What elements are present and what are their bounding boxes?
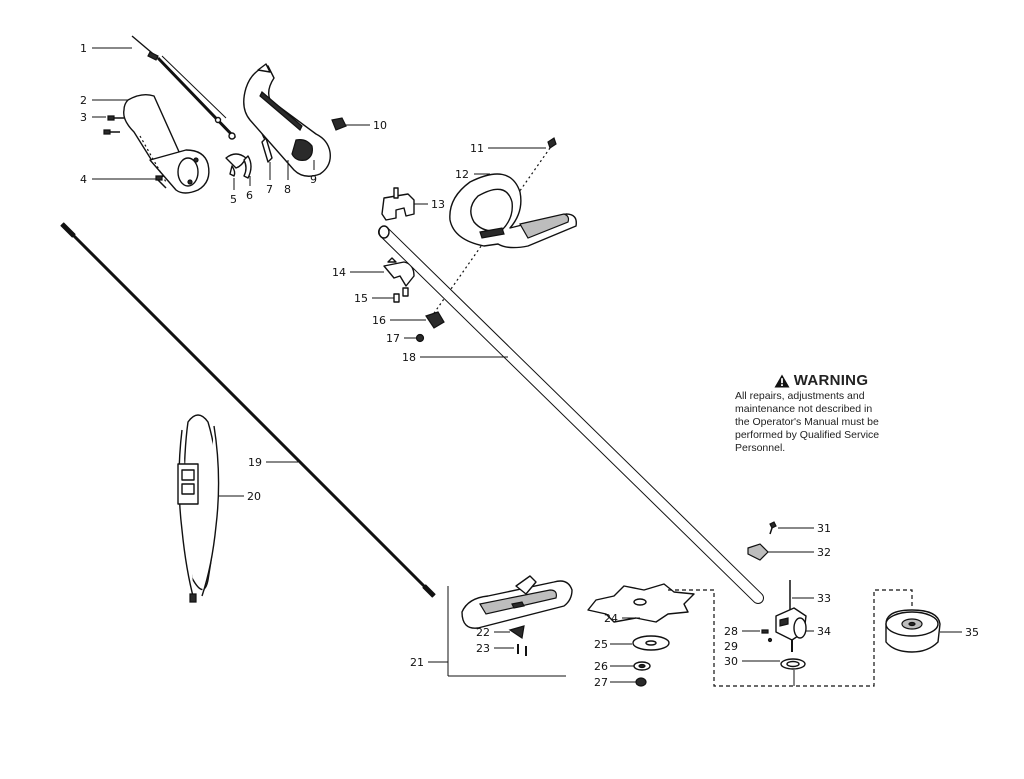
part-14-bracket bbox=[383, 257, 415, 287]
part-9-handle-housing bbox=[243, 63, 331, 177]
part-17-screw bbox=[415, 333, 425, 343]
callout-16: 16 bbox=[372, 314, 386, 327]
part-4-screw bbox=[155, 175, 167, 189]
part-22-line-cutter bbox=[508, 625, 525, 640]
callout-7: 7 bbox=[266, 183, 273, 196]
callout-11: 11 bbox=[470, 142, 484, 155]
part-24-blade bbox=[587, 583, 695, 623]
warning-text: All repairs, adjustments and maintenance… bbox=[735, 390, 880, 454]
callout-14: 14 bbox=[332, 266, 346, 279]
callout-15: 15 bbox=[354, 292, 368, 305]
callout-27: 27 bbox=[594, 676, 608, 689]
warning-triangle-icon bbox=[774, 374, 790, 388]
warning-title: WARNING bbox=[793, 372, 869, 389]
part-16-knob bbox=[425, 311, 445, 329]
callout-33: 33 bbox=[817, 592, 831, 605]
part-12-loop-handle bbox=[449, 173, 577, 249]
callout-5: 5 bbox=[230, 193, 237, 206]
callout-labels: 1 2 3 4 5 6 7 8 9 10 11 12 13 14 15 16 1… bbox=[80, 42, 979, 689]
part-35-trimmer-head bbox=[885, 609, 941, 653]
callout-13: 13 bbox=[431, 198, 445, 211]
callout-9: 9 bbox=[310, 173, 317, 186]
part-15-pins bbox=[393, 287, 409, 303]
part-31-screw bbox=[769, 521, 777, 535]
callout-21: 21 bbox=[410, 656, 424, 669]
callout-23: 23 bbox=[476, 642, 490, 655]
callout-3: 3 bbox=[80, 111, 87, 124]
callout-18: 18 bbox=[402, 351, 416, 364]
part-27-nut bbox=[635, 677, 647, 687]
part-2-housing bbox=[123, 93, 210, 194]
part-34-gear-head bbox=[775, 607, 807, 652]
callout-4: 4 bbox=[80, 173, 87, 186]
part-29-pin bbox=[767, 637, 773, 643]
callout-24: 24 bbox=[604, 612, 618, 625]
callout-22: 22 bbox=[476, 626, 490, 639]
part-18-shaft-tube bbox=[378, 225, 764, 604]
callout-25: 25 bbox=[594, 638, 608, 651]
callout-34: 34 bbox=[817, 625, 831, 638]
part-11-bolt bbox=[431, 137, 557, 317]
callout-2: 2 bbox=[80, 94, 87, 107]
leader-lines bbox=[92, 47, 962, 683]
warning-notice: WARNING All repairs, adjustments and mai… bbox=[735, 373, 925, 455]
part-23-screws bbox=[517, 644, 527, 656]
part-28-screw bbox=[761, 629, 769, 634]
callout-26: 26 bbox=[594, 660, 608, 673]
part-21-guard bbox=[461, 575, 573, 629]
callout-12: 12 bbox=[455, 168, 469, 181]
callout-19: 19 bbox=[248, 456, 262, 469]
part-26-cup-washer bbox=[633, 661, 651, 671]
part-13-clamp bbox=[381, 187, 415, 221]
callout-30: 30 bbox=[724, 655, 738, 668]
callout-6: 6 bbox=[246, 189, 253, 202]
part-32-clip bbox=[747, 543, 769, 561]
callout-32: 32 bbox=[817, 546, 831, 559]
part-25-washer bbox=[632, 635, 670, 651]
part-5-6-trigger-parts bbox=[225, 153, 252, 179]
callout-29: 29 bbox=[724, 640, 738, 653]
warning-title-row: WARNING bbox=[717, 373, 925, 389]
part-10-nut bbox=[331, 117, 347, 131]
part-1-throttle-cable bbox=[131, 35, 237, 140]
assembly-guide-lines bbox=[668, 589, 913, 687]
callout-1: 1 bbox=[80, 42, 87, 55]
callout-35: 35 bbox=[965, 626, 979, 639]
callout-10: 10 bbox=[373, 119, 387, 132]
callout-31: 31 bbox=[817, 522, 831, 535]
part-19-drive-shaft bbox=[60, 222, 436, 598]
callout-17: 17 bbox=[386, 332, 400, 345]
part-20-shoulder-strap bbox=[177, 414, 220, 603]
callout-8: 8 bbox=[284, 183, 291, 196]
part-3-screws bbox=[103, 115, 167, 183]
part-30-gasket bbox=[780, 658, 806, 670]
callout-28: 28 bbox=[724, 625, 738, 638]
callout-20: 20 bbox=[247, 490, 261, 503]
